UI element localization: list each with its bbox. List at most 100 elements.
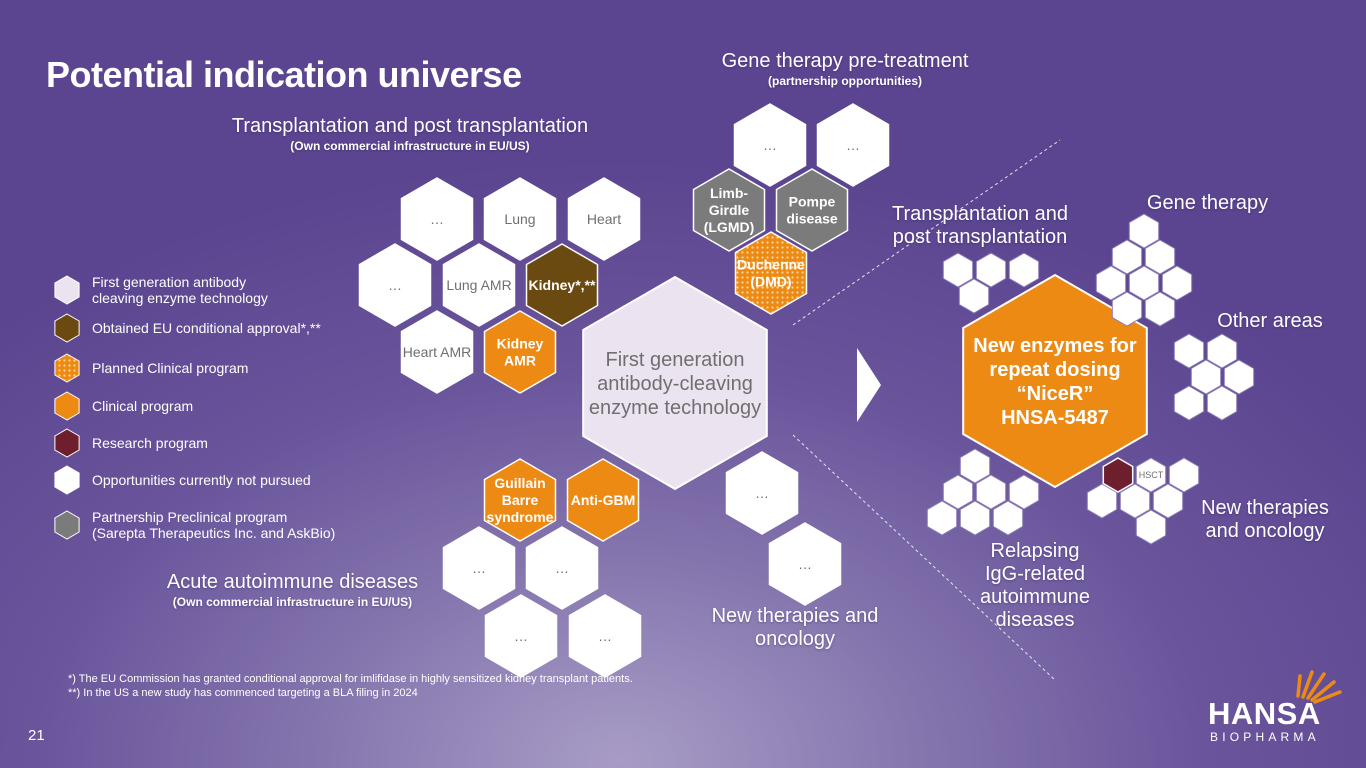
hexagon-label: … [798,556,812,572]
legend-text: Obtained EU conditional approval*,** [92,320,321,336]
hexagon-shape [400,177,474,261]
hexagon-g5: Duchenne(DMD) [734,231,808,315]
hexagon-t2: Lung [483,177,557,261]
legend-swatch-icon [54,465,80,495]
legend-text: Clinical program [92,398,194,414]
hexagon-label: Lung [504,211,535,227]
hexagon-shape [484,594,558,678]
hexagon-shape [692,168,766,252]
small-hexagon [942,474,974,510]
small-hexagon [1144,291,1176,327]
small-hexagon [959,448,991,484]
hexagon-t3: Heart [567,177,641,261]
small-hexagon [1173,333,1205,369]
legend-text: Planned Clinical program [92,360,249,376]
hexagon-shape [483,310,557,394]
hexagon-shape [525,243,599,327]
label-right-new-therapies: New therapies and oncology [1201,497,1329,542]
hexagon-label: … [755,485,769,501]
header-autoimmune-sub: (Own commercial infrastructure in EU/US) [172,595,413,609]
small-hexagon [1008,252,1040,288]
footnote-2: **) In the US a new study has commenced … [68,687,418,699]
hexagon-g3: Limb-Girdle(LGMD) [692,168,766,252]
research-hexagon [1102,457,1134,493]
hexagon-shape [525,526,599,610]
nicer-hexagon-shape [962,273,1148,489]
small-hexagon [1190,359,1222,395]
small-hexagon [1128,213,1160,249]
label-right-relapsing: Relapsing IgG-related autoimmune disease… [979,540,1091,631]
hexagon-shape [442,243,516,327]
hexagon-a4: … [525,526,599,610]
small-hexagon [1173,385,1205,421]
hex-cluster-transplant [942,252,1040,314]
small-hexagon [1152,483,1184,519]
small-hexagon [992,500,1024,536]
header-new-therapies: New therapies and oncology [711,605,879,650]
logo-name: HANSA [1208,696,1321,731]
small-hexagon [1135,509,1167,545]
hexagon-shape [442,526,516,610]
dashed-line-top [792,139,1061,326]
hexagon-label: Limb-Girdle(LGMD) [704,185,755,235]
hexagon-label: … [472,560,486,576]
small-hexagon [1128,265,1160,301]
legend-item: Planned Clinical program [52,353,248,383]
hexagon-t6: Kidney*,** [525,243,599,327]
label-right-transplant: Transplantation and post transplantation [891,203,1069,248]
small-hexagon [958,278,990,314]
hsct-label: HSCT [1139,470,1164,480]
hexagon-t4: … [358,243,432,327]
hsct-hexagon-shape [1135,457,1167,493]
small-hexagon [1144,239,1176,275]
header-transplant: Transplantation and post transplantation… [200,115,620,153]
hexagon-label: Anti-GBM [571,492,636,508]
legend-swatch-icon [54,428,80,458]
hexagon-label: Kidney*,** [529,277,596,293]
small-hexagon [926,500,958,536]
hexagon-a5: … [484,594,558,678]
small-hexagon [1168,457,1200,493]
header-transplant-sub: (Own commercial infrastructure in EU/US) [290,139,530,153]
legend-item: Partnership Preclinical program(Sarepta … [52,509,336,541]
hexagon-shape [567,177,641,261]
hexagon-shape [816,103,890,187]
header-transplant-title: Transplantation and post transplantation [231,115,589,137]
hexagon-t7: Heart AMR [400,310,474,394]
hexagon-label: Heart [587,211,621,227]
hexagon-g2: … [816,103,890,187]
small-hexagon [1086,483,1118,519]
arrow-right-icon [857,348,881,422]
label-right-gene: Gene therapy [1146,192,1269,214]
header-autoimmune-title: Acute autoimmune diseases [166,571,419,593]
hexagon-label: … [514,628,528,644]
hex-cluster-other [1173,333,1255,421]
hexagon-shape [358,243,432,327]
hex-cluster-gene [1095,213,1193,327]
hexagon-t5: Lung AMR [442,243,516,327]
hexagon-a3: … [442,526,516,610]
sunburst-icon [1296,670,1342,704]
hexagon-g1: … [733,103,807,187]
small-hexagon [1111,239,1143,275]
hexagon-a6: … [568,594,642,678]
hexagon-n2: … [768,522,842,606]
small-hexagon [1223,359,1255,395]
hexagon-shape [568,594,642,678]
logo-sub: BIOPHARMA [1210,730,1320,744]
small-hexagon [959,500,991,536]
hexagon-label: … [555,560,569,576]
legend-text: Partnership Preclinical program(Sarepta … [92,509,336,541]
header-gene-pre-title: Gene therapy pre-treatment [721,50,969,72]
hexagon-label: … [846,137,860,153]
hansa-logo: HANSA BIOPHARMA [1208,664,1348,746]
hexagon-label: … [598,628,612,644]
